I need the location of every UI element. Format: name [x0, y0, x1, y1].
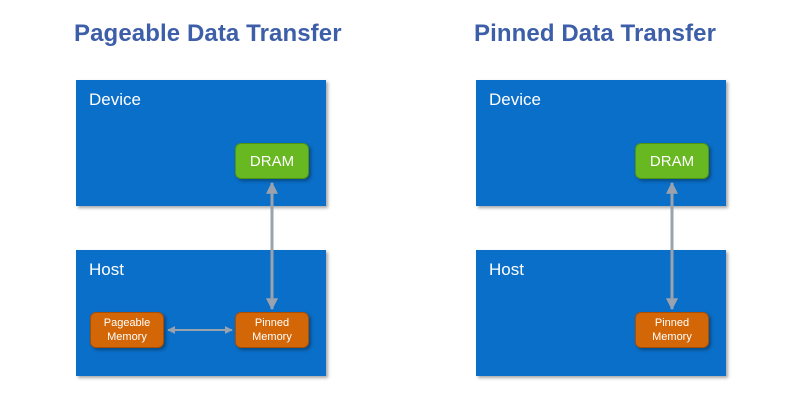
left-device-panel: Device DRAM — [76, 80, 326, 206]
right-dram-label: DRAM — [649, 152, 695, 170]
pinned-transfer-title: Pinned Data Transfer — [474, 20, 717, 47]
right-pinned-memory-label: Pinned Memory — [652, 317, 692, 343]
right-dram-block: DRAM — [635, 143, 709, 179]
left-pageable-memory-block: Pageable Memory — [90, 312, 164, 348]
pageable-transfer-title: Pageable Data Transfer — [74, 20, 342, 47]
right-host-label: Host — [489, 260, 524, 279]
left-device-label: Device — [89, 90, 141, 109]
left-dram-label: DRAM — [249, 152, 295, 170]
left-host-label: Host — [89, 260, 124, 279]
left-pageable-memory-label: Pageable Memory — [103, 317, 151, 343]
left-dram-block: DRAM — [235, 143, 309, 179]
right-host-panel: Host Pinned Memory — [476, 250, 726, 376]
left-pinned-memory-block: Pinned Memory — [235, 312, 309, 348]
right-pinned-memory-block: Pinned Memory — [635, 312, 709, 348]
left-host-panel: Host Pageable Memory Pinned Memory — [76, 250, 326, 376]
left-pinned-memory-label: Pinned Memory — [252, 317, 292, 343]
right-device-panel: Device DRAM — [476, 80, 726, 206]
right-device-label: Device — [489, 90, 541, 109]
